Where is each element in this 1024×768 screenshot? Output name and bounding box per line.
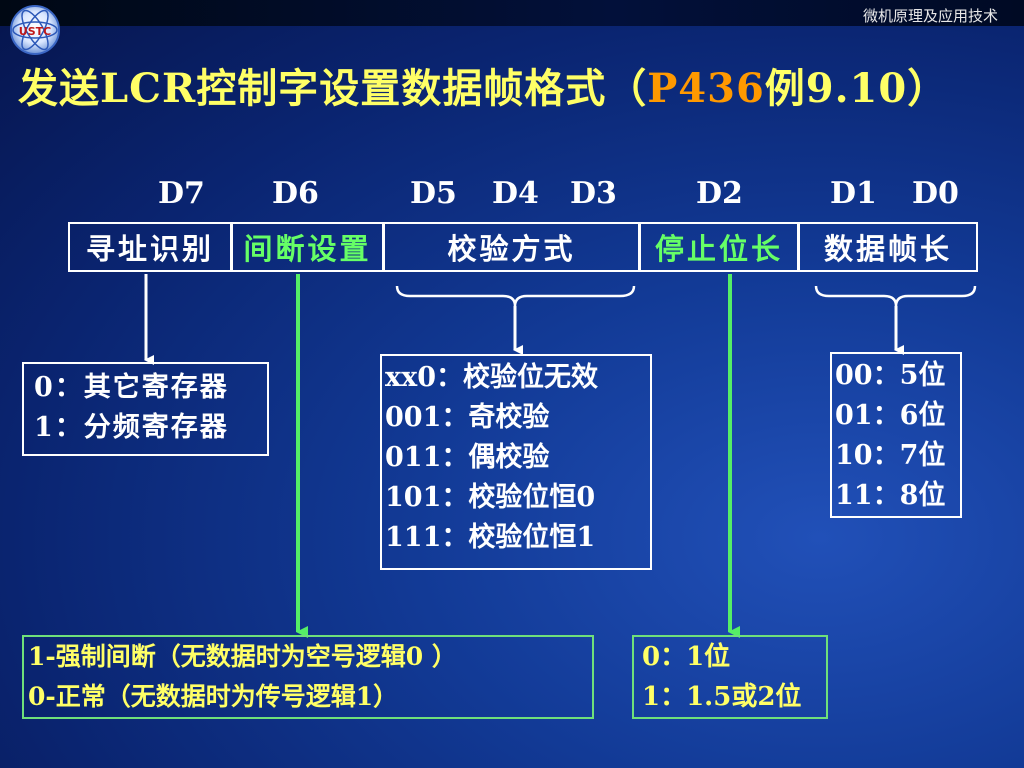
parity-option: xx0：校验位无效: [385, 362, 598, 393]
address-option-1: 1：分频寄存器: [34, 412, 229, 443]
frame-option: 11：8位: [835, 480, 946, 511]
stop-bits-box: 0：1位 1：1.5或2位: [632, 635, 828, 719]
bit-label-d6: D6: [272, 176, 319, 211]
brace-parity: [395, 285, 636, 307]
parity-option: 011：偶校验: [385, 442, 550, 473]
break-option-1: 1-强制间断（无数据时为空号逻辑0 ）: [28, 642, 457, 671]
parity-option: 111：校验位恒1: [385, 522, 596, 553]
bit-label-d3: D3: [570, 176, 617, 211]
field-parity-mode: 校验方式: [385, 224, 641, 270]
parity-options-box: xx0：校验位无效 001：奇校验 011：偶校验 101：校验位恒0 111：…: [380, 354, 652, 570]
field-frame-length: 数据帧长: [823, 232, 952, 266]
bit-label-d0: D0: [912, 176, 959, 211]
lcr-register: 寻址识别 间断设置 校验方式 停止位长 数据帧长: [68, 222, 978, 272]
address-option-0: 0：其它寄存器: [34, 372, 229, 403]
bit-label-d2: D2: [696, 176, 743, 211]
brace-frame: [814, 285, 977, 307]
address-select-box: 0：其它寄存器 1：分频寄存器: [22, 362, 269, 456]
frame-option: 01：6位: [835, 400, 946, 431]
stop-option-0: 0：1位: [642, 642, 731, 672]
field-break-control: 间断设置: [233, 224, 385, 270]
university-logo-icon: USTC: [10, 5, 60, 55]
bit-label-d4: D4: [492, 176, 539, 211]
bit-label-d5: D5: [410, 176, 457, 211]
page-reference: P436: [647, 65, 765, 112]
field-stop-bits: 停止位长: [641, 224, 800, 270]
break-control-box: 1-强制间断（无数据时为空号逻辑0 ） 0-正常（无数据时为传号逻辑1）: [22, 635, 594, 719]
bit-label-d7: D7: [158, 176, 205, 211]
header-bar: [0, 0, 1024, 26]
break-option-0: 0-正常（无数据时为传号逻辑1）: [28, 682, 399, 711]
bit-label-d1: D1: [830, 176, 877, 211]
field-address-select: 寻址识别: [70, 224, 233, 270]
course-title: 微机原理及应用技术: [862, 7, 998, 25]
frame-option: 10：7位: [835, 440, 946, 471]
stop-option-1: 1：1.5或2位: [642, 682, 802, 712]
parity-option: 101：校验位恒0: [385, 482, 596, 513]
frame-option: 00：5位: [835, 360, 946, 391]
parity-option: 001：奇校验: [385, 402, 550, 433]
page-title: 发送LCR控制字设置数据帧格式（P436例9.10）: [18, 65, 949, 112]
frame-length-box: 00：5位 01：6位 10：7位 11：8位: [830, 352, 962, 518]
logo-text: USTC: [19, 25, 51, 38]
